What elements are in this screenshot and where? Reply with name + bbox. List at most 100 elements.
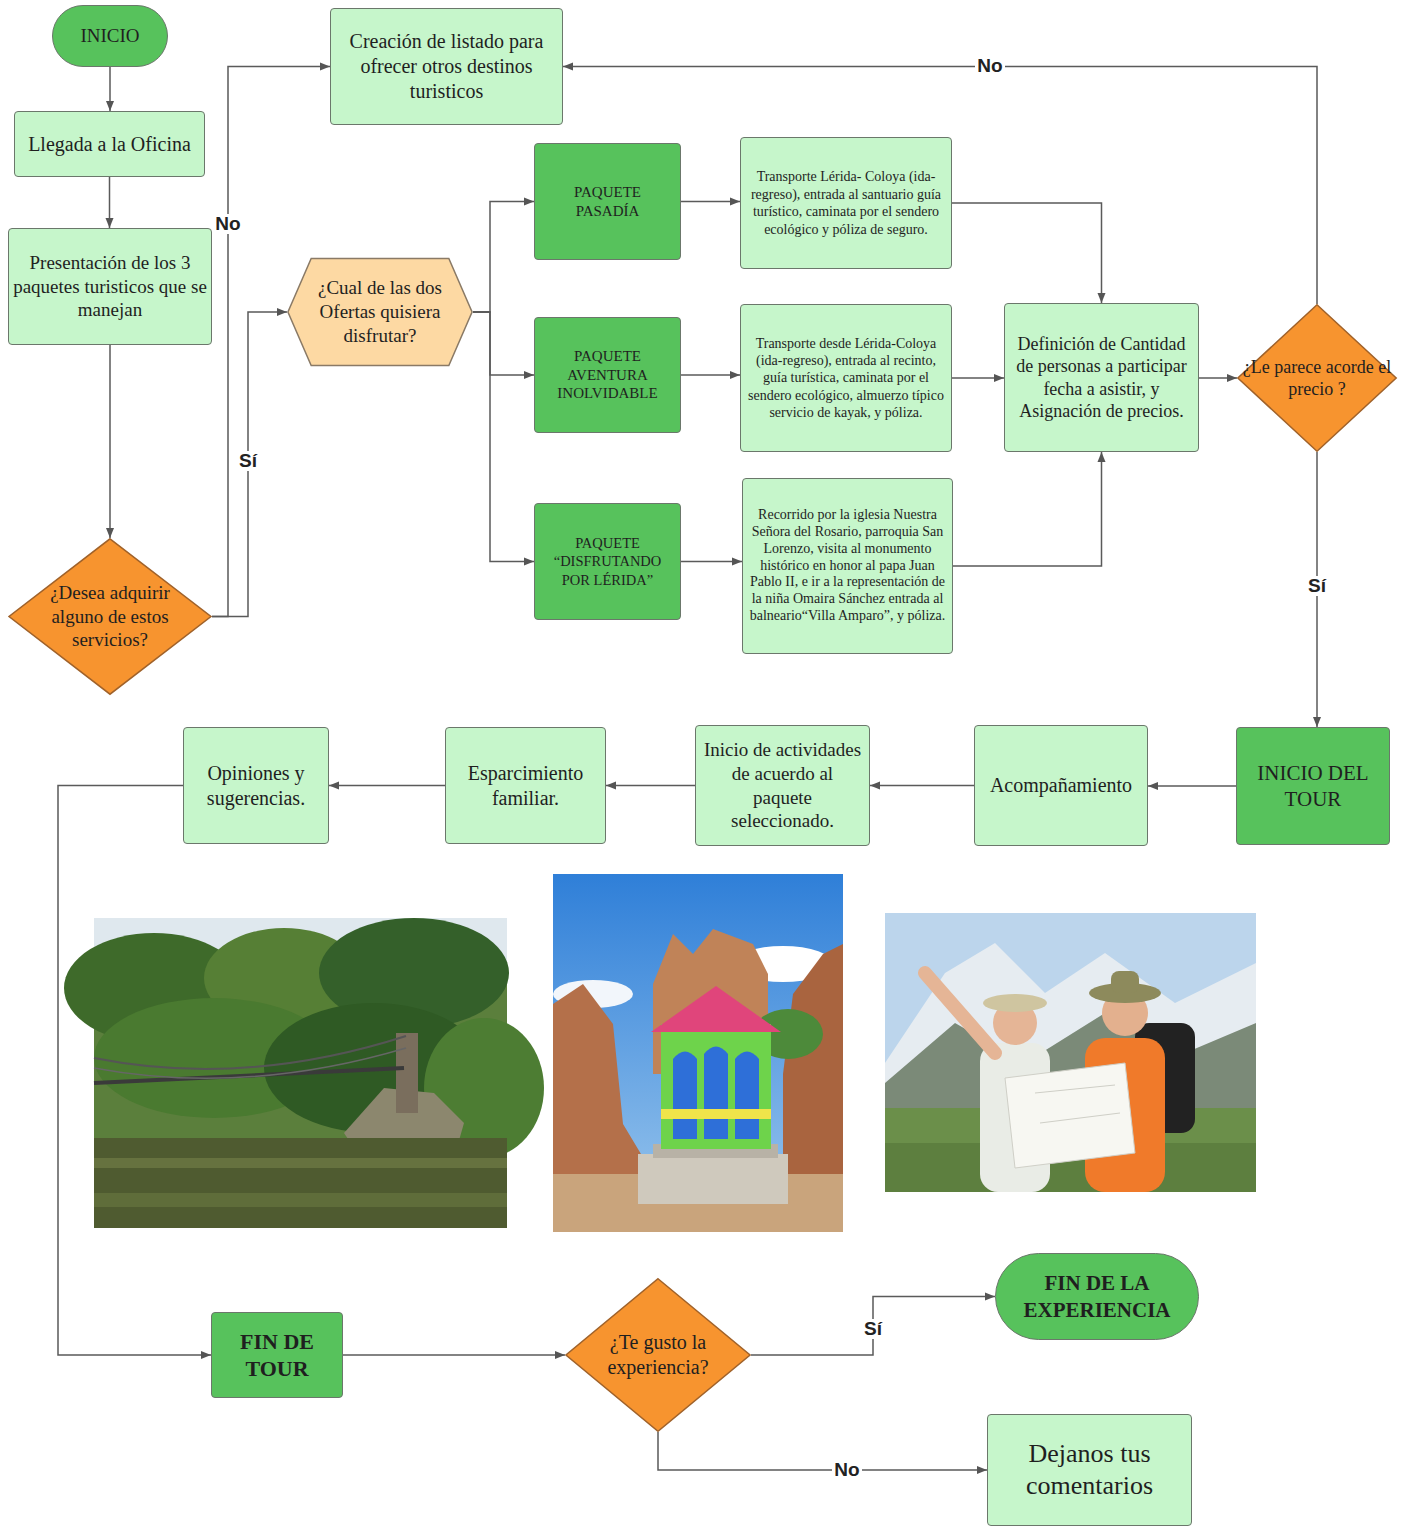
river-ripple — [94, 1193, 507, 1207]
process-box: Transporte desde Lérida-Coloya (ida-regr… — [740, 304, 952, 452]
flow-arrow — [1199, 377, 1237, 379]
sky — [885, 913, 1256, 1192]
shrine-photo — [553, 874, 843, 1232]
node-text: Transporte Lérida- Coloya (ida-regreso),… — [750, 168, 942, 238]
sky — [553, 874, 843, 1232]
node-text: PAQUETE AVENTURA INOLVIDABLE — [545, 347, 670, 403]
shrine-band — [661, 1109, 771, 1119]
flow-arrow — [681, 561, 742, 563]
flow-arrow — [751, 1297, 995, 1356]
hiker-hat — [1111, 971, 1139, 993]
bridge-cable — [94, 1036, 406, 1069]
flow-arrow — [606, 785, 695, 787]
decision-diamond: ¿Te gusto la experiencia? — [565, 1278, 751, 1432]
node-text: Inicio de actividades de acuerdo al paqu… — [700, 738, 865, 833]
decision-diamond-outline — [565, 1278, 751, 1432]
node-text: Dejanos tus comentarios — [1000, 1438, 1180, 1503]
flow-arrow — [212, 312, 287, 617]
flow-arrow — [109, 67, 111, 111]
node-text: Acompañamiento — [979, 773, 1144, 798]
flow-arrow — [473, 312, 534, 562]
process-box: Dejanos tus comentarios — [987, 1414, 1192, 1526]
map-line — [1035, 1085, 1115, 1093]
map — [1005, 1063, 1135, 1168]
flow-arrow — [329, 785, 445, 787]
node-text: FIN DE TOUR — [221, 1328, 333, 1383]
flow-arrow — [473, 312, 534, 375]
node-text: Presentación de los 3 paquetes turistico… — [13, 251, 207, 322]
node-text: Opiniones y sugerencias. — [189, 761, 324, 811]
shape-fill — [566, 1279, 750, 1431]
river — [94, 1138, 507, 1228]
shape-fill — [1238, 305, 1396, 452]
shrine-steps — [638, 1154, 788, 1204]
flow-arrow — [658, 1432, 987, 1470]
decision-diamond: ¿Desea adquirir alguno de estos servicio… — [8, 538, 212, 695]
process-box: PAQUETE AVENTURA INOLVIDABLE — [534, 317, 681, 433]
flow-arrow — [681, 201, 740, 203]
process-box: Creación de listado para ofrecer otros d… — [330, 8, 563, 125]
process-box: Definición de Cantidad de personas a par… — [1004, 303, 1199, 452]
node-text: Esparcimiento familiar. — [453, 761, 598, 811]
shrine-arch — [673, 1052, 697, 1140]
node-text: Recorrido por la iglesia Nuestra Señora … — [745, 507, 950, 625]
edge-label: No — [975, 56, 1004, 77]
shrine-arch — [704, 1047, 728, 1140]
process-box: INICIO DEL TOUR — [1236, 727, 1390, 845]
node-text: ¿Le parece acorde el precio ? — [1242, 356, 1392, 401]
node-text: PAQUETE “DISFRUTANDO POR LÉRIDA” — [543, 534, 673, 588]
decision-diamond: ¿Le parece acorde el precio ? — [1237, 304, 1397, 452]
node-text: INICIO DEL TOUR — [1248, 760, 1378, 813]
flow-arrow — [953, 452, 1102, 566]
edge-label: No — [213, 214, 242, 235]
bridge-tower — [396, 1033, 418, 1113]
shrine-body — [661, 1024, 771, 1149]
edge-label: Sí — [237, 451, 259, 472]
edge-label: No — [832, 1460, 861, 1481]
node-text: ¿Cual de las dos Ofertas quisiera disfru… — [305, 276, 455, 347]
edge-label: Sí — [862, 1319, 884, 1340]
process-box: Inicio de actividades de acuerdo al paqu… — [695, 725, 870, 846]
flow-arrow — [952, 203, 1102, 303]
shape-fill — [9, 539, 211, 694]
node-text: Llegada a la Oficina — [21, 132, 198, 157]
edge-label: Sí — [1306, 576, 1328, 597]
hikers-photo — [885, 913, 1256, 1192]
node-text: Creación de listado para ofrecer otros d… — [342, 29, 552, 104]
map-line — [1040, 1113, 1120, 1123]
flow-arrow — [109, 177, 111, 228]
bridge-cable — [94, 1048, 406, 1078]
hiker-arm — [925, 973, 995, 1053]
flow-arrow — [1148, 785, 1236, 787]
flow-arrow — [952, 377, 1004, 379]
process-box: Llegada a la Oficina — [14, 111, 205, 177]
process-box: Recorrido por la iglesia Nuestra Señora … — [742, 478, 953, 654]
flow-arrow — [109, 345, 111, 538]
process-box: Esparcimiento familiar. — [445, 727, 606, 844]
shrine-arch — [735, 1052, 759, 1140]
process-box: Acompañamiento — [974, 725, 1148, 846]
hiker-hat — [983, 994, 1047, 1012]
river-ripple — [94, 1158, 507, 1168]
node-text: Transporte desde Lérida-Coloya (ida-regr… — [748, 335, 944, 420]
node-text: FIN DE LA EXPERIENCIA — [1011, 1270, 1183, 1323]
process-box: PAQUETE PASADÍA — [534, 143, 681, 260]
process-box: Presentación de los 3 paquetes turistico… — [8, 228, 212, 345]
process-box: PAQUETE “DISFRUTANDO POR LÉRIDA” — [534, 503, 681, 620]
node-text: ¿Te gusto la experiencia? — [593, 1330, 723, 1380]
node-text: INICIO — [59, 24, 161, 48]
terminal-box: INICIO — [52, 5, 168, 67]
node-text: Definición de Cantidad de personas a par… — [1009, 333, 1194, 423]
node-text: PAQUETE PASADÍA — [545, 183, 670, 221]
decision-diamond-outline — [1237, 304, 1397, 452]
question-hexagon: ¿Cual de las dos Ofertas quisiera disfru… — [287, 258, 473, 366]
process-box: Transporte Lérida- Coloya (ida-regreso),… — [740, 137, 952, 269]
flow-arrow — [681, 374, 740, 376]
process-box: Opiniones y sugerencias. — [183, 727, 329, 844]
shrine-roof — [651, 986, 781, 1032]
flow-arrow — [343, 1354, 565, 1356]
river-bridge-photo — [64, 918, 544, 1228]
shape-fill — [288, 259, 472, 366]
flow-arrow — [473, 202, 534, 313]
